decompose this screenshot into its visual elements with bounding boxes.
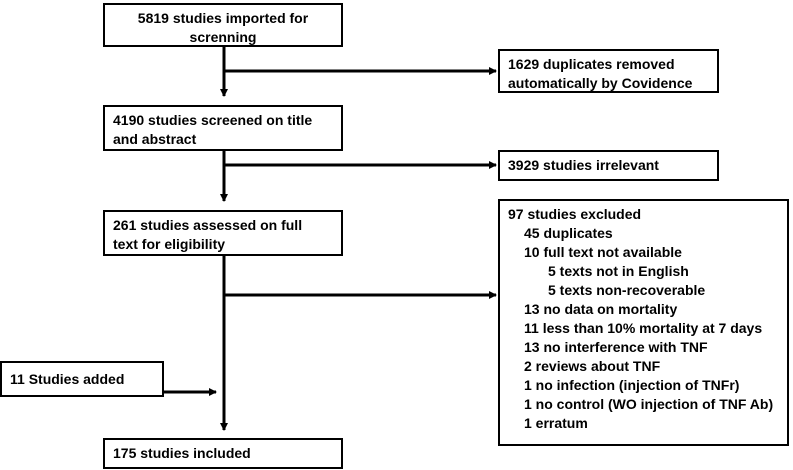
assessed-line1: 261 studies assessed on full [113, 217, 303, 233]
excluded-item: 11 less than 10% mortality at 7 days [524, 320, 763, 336]
included-line1: 175 studies included [113, 445, 251, 461]
box-excluded: 97 studies excluded 45 duplicates 10 ful… [498, 199, 789, 446]
excluded-item: 45 duplicates [524, 225, 613, 241]
screened-line1: 4190 studies screened on title [113, 112, 313, 128]
excluded-title: 97 studies excluded [508, 206, 642, 222]
box-duplicates-removed: 1629 duplicates removed automatically by… [498, 49, 719, 93]
added-line1: 11 Studies added [10, 371, 125, 387]
box-screened: 4190 studies screened on title and abstr… [103, 105, 343, 151]
screened-line2: and abstract [113, 131, 197, 147]
assessed-line2: text for eligibility [113, 236, 226, 252]
excluded-item: 13 no interference with TNF [524, 339, 708, 355]
box-added: 11 Studies added [0, 361, 164, 397]
imported-line2: screnning [189, 29, 257, 45]
box-included: 175 studies included [103, 438, 343, 469]
irrelevant-line1: 3929 studies irrelevant [508, 157, 659, 173]
duplicates-line2: automatically by Covidence [508, 75, 693, 91]
excluded-subitem: 5 texts non-recoverable [548, 282, 706, 298]
excluded-item: 1 no control (WO injection of TNF Ab) [524, 396, 774, 412]
box-imported: 5819 studies imported for screnning [103, 3, 343, 47]
excluded-item: 1 erratum [524, 415, 588, 431]
imported-line1: 5819 studies imported for [137, 10, 309, 26]
box-assessed: 261 studies assessed on full text for el… [103, 210, 343, 256]
excluded-item: 13 no data on mortality [524, 301, 678, 317]
duplicates-line1: 1629 duplicates removed [508, 56, 675, 72]
excluded-item: 10 full text not available [524, 244, 682, 260]
excluded-item: 2 reviews about TNF [524, 358, 661, 374]
excluded-item: 1 no infection (injection of TNFr) [524, 377, 740, 393]
excluded-subitem: 5 texts not in English [548, 263, 689, 279]
box-irrelevant: 3929 studies irrelevant [498, 150, 719, 181]
